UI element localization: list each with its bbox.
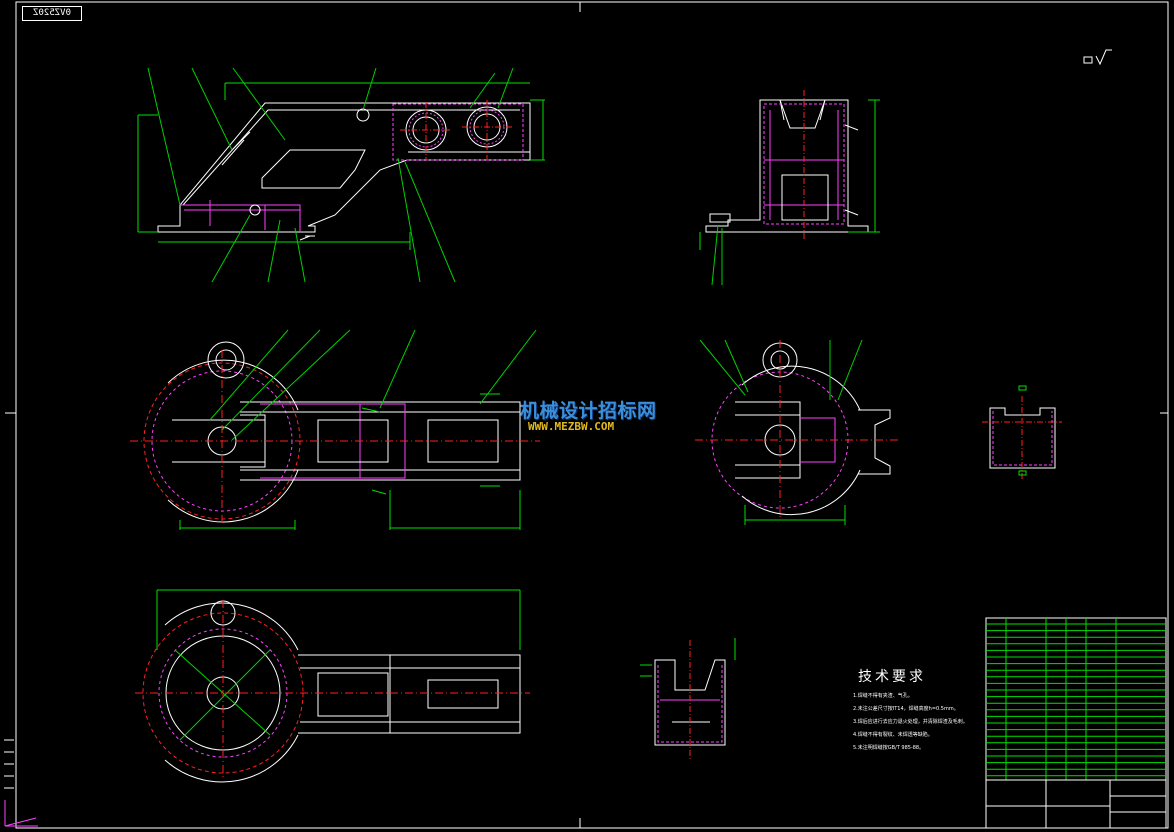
watermark-url: WWW.MEZBW.COM xyxy=(528,420,615,433)
drawing-frame xyxy=(15,1,1169,829)
technical-requirement-item: 2.未注公差尺寸按IT14，焊缝高度h=0.5mm。 xyxy=(853,706,959,712)
front-elevation-view xyxy=(137,67,545,283)
technical-requirement-item: 3.焊后应进行去应力退火处理，并清除焊渣及毛刺。 xyxy=(853,719,968,725)
end-section-view xyxy=(695,339,900,525)
ucs-icon xyxy=(4,800,38,827)
technical-requirement-item: 5.未注明焊缝按GB/T 985-88。 xyxy=(853,745,925,751)
frame-ticks xyxy=(4,2,1168,828)
watermark-text: 机械设计招标网 xyxy=(520,400,657,422)
bottom-u-section-view xyxy=(640,638,736,760)
side-elevation-view xyxy=(699,90,880,286)
technical-requirement-item: 1.焊缝不得有夹渣、气孔。 xyxy=(853,693,913,699)
technical-requirement-item: 4.焊缝不得有裂纹、未焊透等缺陷。 xyxy=(853,732,933,738)
bottom-plan-view xyxy=(135,589,530,783)
drawing-number-stamp: 0VZ520Z xyxy=(22,6,82,21)
u-section-view xyxy=(982,385,1062,480)
plan-view xyxy=(130,329,540,530)
technical-requirements-title: 技术要求 xyxy=(858,669,926,685)
parts-list-rows xyxy=(986,623,1166,777)
roughness-symbol xyxy=(1083,49,1112,66)
parts-list-table xyxy=(985,617,1167,829)
technical-requirements-list: 1.焊缝不得有夹渣、气孔。 2.未注公差尺寸按IT14，焊缝高度h=0.5mm。… xyxy=(853,690,968,755)
